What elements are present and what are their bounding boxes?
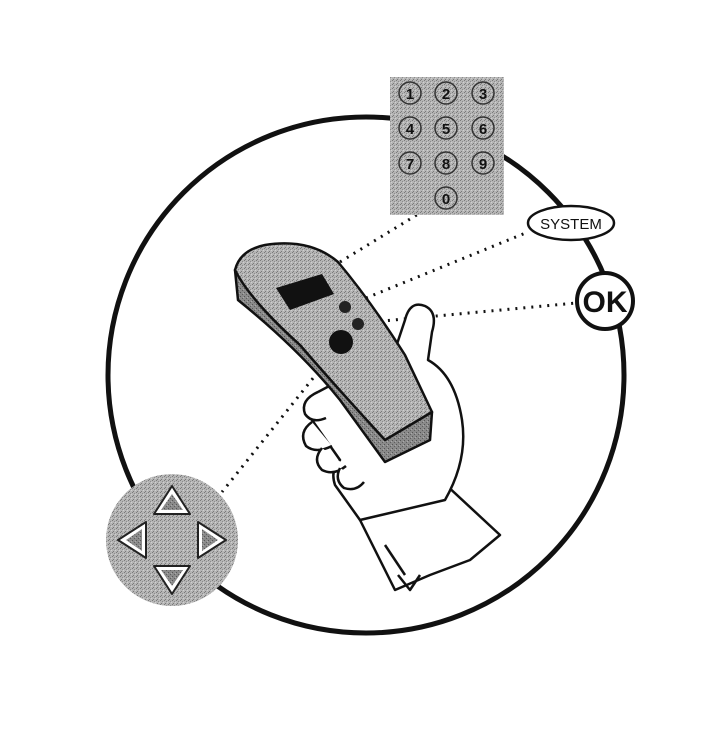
finger-4 [336,467,365,491]
ok-connector [371,301,577,324]
key-9[interactable]: 9 [471,151,495,175]
key-7-label: 7 [406,156,414,173]
key-4-label: 4 [406,121,415,138]
key-8-label: 8 [442,156,450,173]
keypad-keys: 1 2 3 4 5 6 7 8 9 0 [398,81,495,210]
keypad-panel [390,77,504,215]
key-5[interactable]: 5 [434,116,458,140]
key-2[interactable]: 2 [434,81,458,105]
connector-lines [220,206,577,493]
keypad-connector [339,206,429,264]
cuff-point [397,574,422,592]
system-button[interactable]: SYSTEM [526,204,616,242]
remote-display [276,274,334,310]
key-1[interactable]: 1 [398,81,422,105]
finger-1 [302,390,327,422]
key-6-label: 6 [479,121,487,138]
system-connector [365,230,529,300]
cuff-fold [383,544,407,576]
arrow-up-icon[interactable] [153,485,191,515]
key-4[interactable]: 4 [398,116,422,140]
key-3[interactable]: 3 [471,81,495,105]
dpad-connector [220,371,320,493]
key-5-label: 5 [442,121,450,138]
dpad-base [106,474,238,606]
arrow-right-icon[interactable] [197,521,227,559]
remote-small-button-1 [339,301,351,313]
dpad [106,474,238,606]
arrow-left-icon[interactable] [117,521,147,559]
remote-control [233,242,434,464]
key-0[interactable]: 0 [434,186,458,210]
key-8[interactable]: 8 [434,151,458,175]
key-0-label: 0 [442,191,450,208]
ok-button[interactable]: OK [575,271,635,331]
key-1-label: 1 [406,86,414,103]
arrow-down-icon[interactable] [153,565,191,595]
key-7[interactable]: 7 [398,151,422,175]
key-2-label: 2 [442,86,450,103]
key-3-label: 3 [479,86,487,103]
numeric-keypad: 1 2 3 4 5 6 7 8 9 0 [390,77,504,215]
ok-button-label: OK [583,286,628,319]
key-9-label: 9 [479,156,487,173]
outer-circle [105,114,627,636]
system-button-label: SYSTEM [540,216,602,233]
remote-small-button-2 [352,318,364,330]
remote-big-button [329,330,353,354]
key-6[interactable]: 6 [471,116,495,140]
